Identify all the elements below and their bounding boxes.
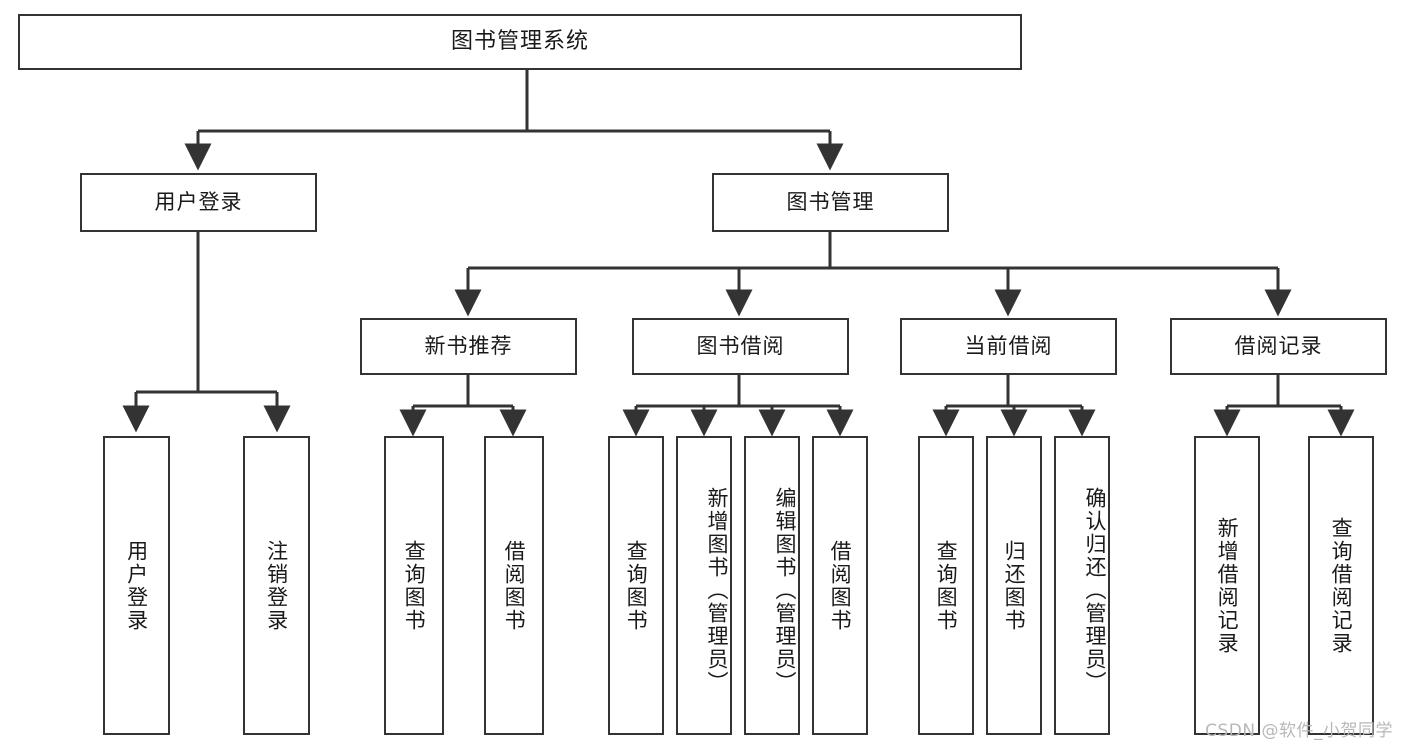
node-leaf-user-logout[interactable]: 注销登录 (243, 436, 310, 735)
node-borrow-record-label: 借阅记录 (1234, 333, 1323, 358)
node-leaf-add-record[interactable]: 新增借阅记录 (1194, 436, 1260, 735)
node-leaf-user-login[interactable]: 用户登录 (103, 436, 170, 735)
node-leaf-confirm-return-label: 确认归还（管理员） (1083, 487, 1107, 694)
node-leaf-query-record-label: 查询借阅记录 (1329, 516, 1354, 655)
node-current-borrow[interactable]: 当前借阅 (900, 318, 1117, 375)
node-leaf-user-login-label: 用户登录 (124, 539, 149, 632)
node-leaf-query-book-3[interactable]: 查询图书 (918, 436, 974, 735)
node-leaf-query-book-1-label: 查询图书 (402, 539, 427, 632)
node-root-label: 图书管理系统 (450, 28, 589, 54)
node-leaf-borrow-book-1[interactable]: 借阅图书 (484, 436, 544, 735)
node-book-borrow-label: 图书借阅 (696, 333, 785, 358)
node-leaf-add-record-label: 新增借阅记录 (1215, 516, 1240, 655)
node-leaf-borrow-book-1-label: 借阅图书 (502, 539, 527, 632)
node-leaf-return-book-label: 归还图书 (1002, 539, 1027, 632)
node-new-book-recommend[interactable]: 新书推荐 (360, 318, 577, 375)
watermark: CSDN @软件_小贺同学 (1205, 721, 1393, 741)
node-new-book-recommend-label: 新书推荐 (424, 333, 513, 358)
node-leaf-borrow-book-2[interactable]: 借阅图书 (812, 436, 868, 735)
node-leaf-query-book-2[interactable]: 查询图书 (608, 436, 664, 735)
node-leaf-add-book[interactable]: 新增图书（管理员） (676, 436, 732, 735)
node-leaf-query-book-2-label: 查询图书 (624, 539, 649, 632)
node-leaf-edit-book[interactable]: 编辑图书（管理员） (744, 436, 800, 735)
node-leaf-return-book[interactable]: 归还图书 (986, 436, 1042, 735)
node-leaf-confirm-return[interactable]: 确认归还（管理员） (1054, 436, 1110, 735)
node-borrow-record[interactable]: 借阅记录 (1170, 318, 1387, 375)
node-leaf-add-book-label: 新增图书（管理员） (705, 487, 729, 694)
node-leaf-user-logout-label: 注销登录 (264, 539, 289, 632)
node-user-login[interactable]: 用户登录 (80, 173, 317, 232)
node-leaf-query-book-3-label: 查询图书 (934, 539, 959, 632)
node-current-borrow-label: 当前借阅 (964, 333, 1053, 358)
node-book-management-label: 图书管理 (786, 189, 875, 214)
node-book-management[interactable]: 图书管理 (712, 173, 949, 232)
node-leaf-edit-book-label: 编辑图书（管理员） (773, 487, 797, 694)
node-user-login-label: 用户登录 (154, 189, 243, 214)
node-root[interactable]: 图书管理系统 (18, 14, 1022, 70)
node-book-borrow[interactable]: 图书借阅 (632, 318, 849, 375)
node-leaf-query-book-1[interactable]: 查询图书 (384, 436, 444, 735)
node-leaf-query-record[interactable]: 查询借阅记录 (1308, 436, 1374, 735)
node-leaf-borrow-book-2-label: 借阅图书 (828, 539, 853, 632)
